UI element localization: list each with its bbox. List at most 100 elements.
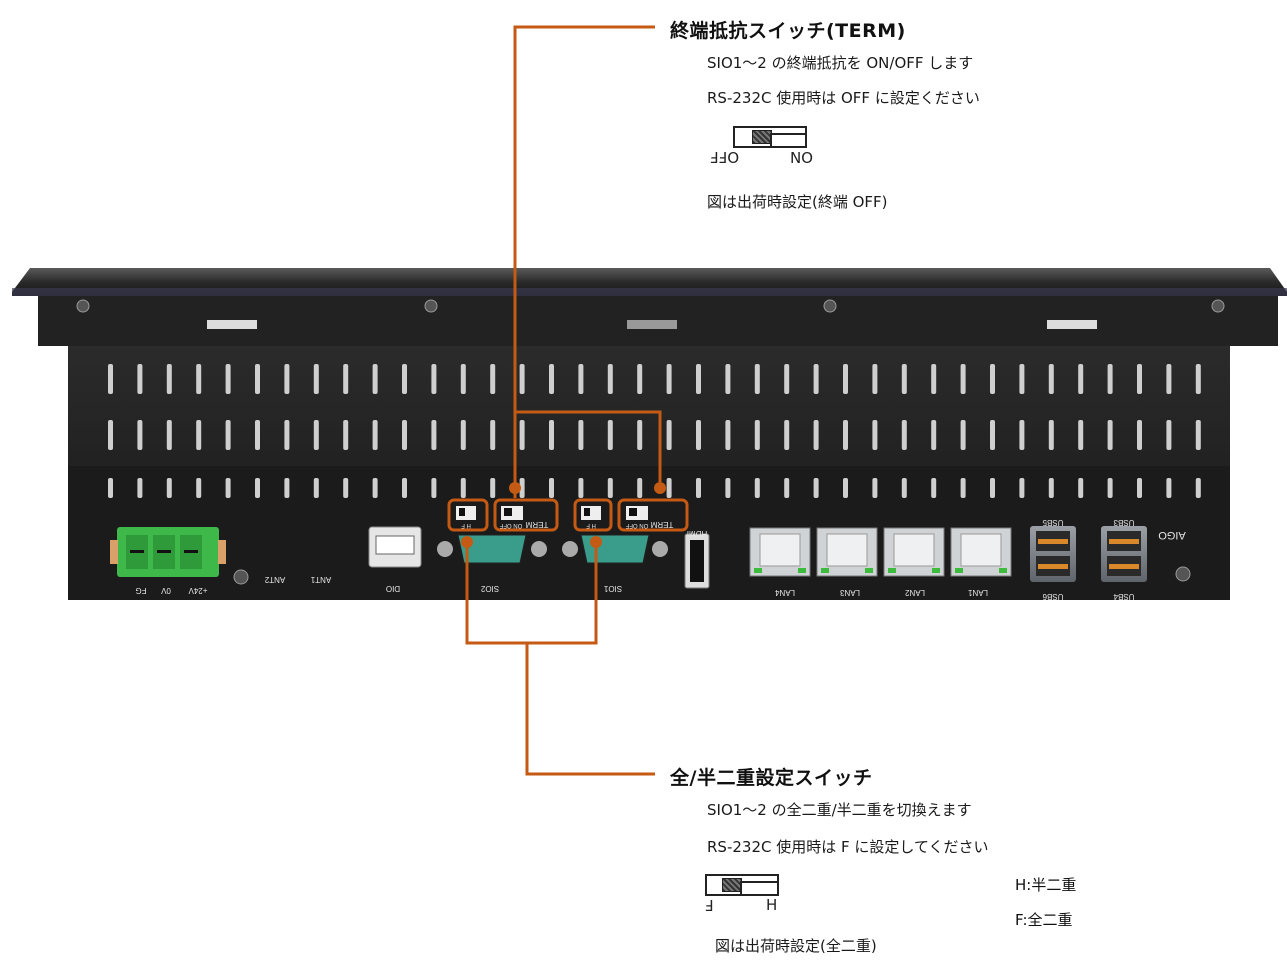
label-hf-sio1: H F bbox=[586, 522, 596, 528]
vent-slot bbox=[990, 420, 995, 450]
term-factory-note: 図は出荷時設定(終端 OFF) bbox=[707, 193, 888, 211]
vent-slot bbox=[108, 420, 113, 450]
vent-slot bbox=[1195, 364, 1201, 394]
vent-slot bbox=[1137, 420, 1142, 450]
vent-slot bbox=[1048, 478, 1054, 498]
vent-slot bbox=[313, 364, 319, 394]
vent-slot bbox=[225, 364, 231, 394]
vent-slot bbox=[578, 478, 584, 498]
vent-slot bbox=[519, 364, 525, 394]
label-usb4: USB4 bbox=[1113, 592, 1134, 601]
label-lan2: LAN2 bbox=[904, 588, 925, 597]
vent-slot bbox=[1137, 364, 1142, 394]
vent-slot bbox=[901, 478, 907, 498]
vent-slot bbox=[402, 420, 407, 450]
vent-slot bbox=[813, 364, 819, 394]
label-usb6: USB6 bbox=[1042, 592, 1063, 601]
vent-slot bbox=[1048, 420, 1054, 450]
vent-slot bbox=[519, 478, 525, 498]
vent-slot bbox=[225, 478, 231, 498]
vent-slot bbox=[725, 364, 731, 394]
lan-ports bbox=[749, 527, 1012, 577]
vent-slot bbox=[607, 364, 613, 394]
vent-slots bbox=[108, 364, 1201, 498]
vent-slot bbox=[637, 364, 643, 394]
vent-slot bbox=[725, 478, 731, 498]
vent-slot bbox=[637, 420, 643, 450]
bracket-clips bbox=[207, 320, 1097, 329]
vent-slot bbox=[784, 364, 790, 394]
vent-slot bbox=[696, 364, 701, 394]
vent-slot bbox=[960, 478, 966, 498]
vent-slot bbox=[960, 420, 966, 450]
vent-slot bbox=[255, 478, 260, 498]
vent-slot bbox=[1019, 478, 1025, 498]
vent-slot bbox=[1137, 478, 1142, 498]
label-term-sio1: TERM bbox=[650, 520, 673, 529]
label-sio2: SIO2 bbox=[480, 584, 499, 593]
label-usb3: USB3 bbox=[1113, 518, 1134, 527]
label-lan1: LAN1 bbox=[967, 588, 988, 597]
vent-slot bbox=[843, 420, 848, 450]
vent-slot bbox=[490, 420, 496, 450]
vent-slot bbox=[666, 364, 672, 394]
bracket-screws bbox=[76, 299, 1225, 313]
vent-slot bbox=[372, 420, 378, 450]
duplex-desc-line1: SIO1～2 の全二重/半二重を切換えます bbox=[707, 801, 972, 819]
vent-slot bbox=[637, 478, 643, 498]
vent-slot bbox=[696, 420, 701, 450]
vent-slot bbox=[990, 364, 995, 394]
vent-slot bbox=[343, 364, 349, 394]
vent-slot bbox=[402, 364, 407, 394]
label-hdmi: HDMI bbox=[687, 529, 707, 538]
vent-slot bbox=[372, 478, 378, 498]
term-desc-line2: RS-232C 使用時は OFF に設定ください bbox=[707, 89, 980, 107]
term-heading: 終端抵抗スイッチ(TERM) bbox=[670, 20, 906, 42]
vent-slot bbox=[284, 478, 290, 498]
vent-slot bbox=[313, 478, 319, 498]
vent-slot bbox=[166, 364, 172, 394]
vent-slot bbox=[284, 364, 290, 394]
vent-slot bbox=[431, 478, 437, 498]
label-ant2: ANT2 bbox=[264, 575, 285, 584]
vent-slot bbox=[166, 420, 172, 450]
vent-slot bbox=[843, 364, 848, 394]
sio2-connector bbox=[437, 534, 547, 564]
vent-slot bbox=[960, 364, 966, 394]
dio-connector bbox=[368, 526, 422, 568]
vent-slot bbox=[607, 478, 613, 498]
vent-slot bbox=[754, 420, 760, 450]
vent-slot bbox=[725, 420, 731, 450]
vent-slot bbox=[166, 478, 172, 498]
vent-slot bbox=[696, 478, 701, 498]
label-0v: 0V bbox=[160, 586, 170, 595]
label-ant1: ANT1 bbox=[310, 575, 331, 584]
vent-slot bbox=[931, 364, 937, 394]
vent-slot bbox=[872, 364, 878, 394]
vent-slot bbox=[607, 420, 613, 450]
label-onoff-sio1: ON OFF bbox=[625, 522, 648, 528]
vent-slot bbox=[901, 364, 907, 394]
duplex-heading: 全/半二重設定スイッチ bbox=[670, 767, 873, 789]
vent-slot bbox=[1107, 420, 1113, 450]
vent-slot bbox=[666, 420, 672, 450]
vent-slot bbox=[754, 478, 760, 498]
vent-slot bbox=[1107, 364, 1113, 394]
usb-ports bbox=[1030, 526, 1147, 582]
vent-slot bbox=[108, 364, 113, 394]
vent-slot bbox=[1078, 364, 1084, 394]
duplex-legend-f: F:全二重 bbox=[1015, 911, 1073, 929]
vent-slot bbox=[1019, 364, 1025, 394]
duplex-factory-note: 図は出荷時設定(全二重) bbox=[715, 937, 877, 955]
vent-slot bbox=[578, 364, 584, 394]
vent-slot bbox=[460, 420, 466, 450]
vent-slot bbox=[137, 420, 143, 450]
vent-slot bbox=[196, 478, 202, 498]
vent-slot bbox=[813, 420, 819, 450]
duplex-desc-line2: RS-232C 使用時は F に設定してください bbox=[707, 838, 989, 856]
term-desc-line1: SIO1～2 の終端抵抗を ON/OFF します bbox=[707, 54, 974, 72]
vent-slot bbox=[431, 420, 437, 450]
vent-slot bbox=[196, 364, 202, 394]
duplex-switch-h-label: H bbox=[766, 896, 778, 914]
